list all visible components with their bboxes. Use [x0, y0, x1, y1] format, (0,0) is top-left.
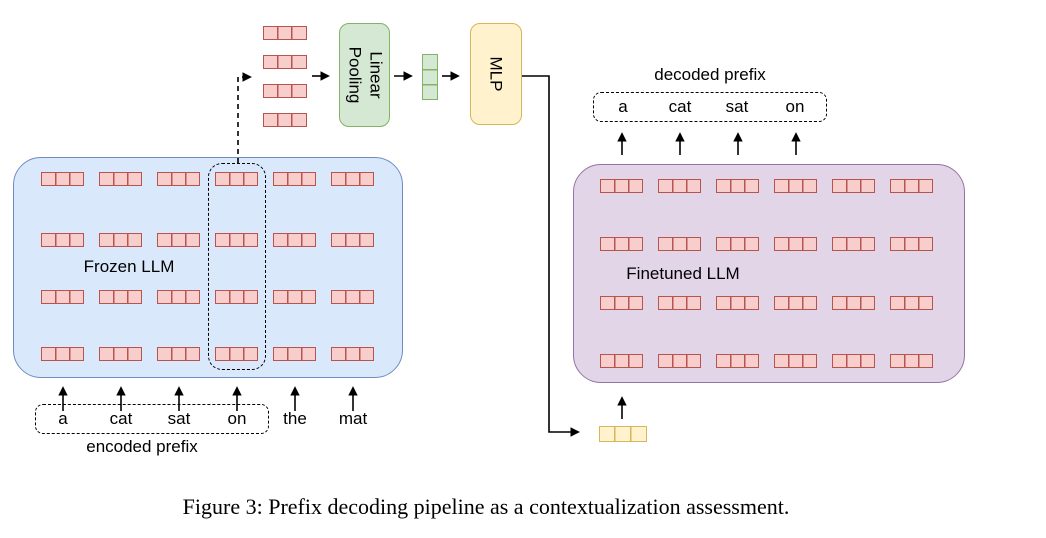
- decoded-word: on: [785, 97, 805, 116]
- token-embedding: [600, 179, 643, 193]
- decoded-prefix-box: [593, 92, 827, 122]
- hidden-state-token: [263, 55, 307, 69]
- token-embedding: [832, 296, 875, 310]
- token-embedding: [890, 179, 933, 193]
- token-embedding: [41, 172, 84, 186]
- token-embedding: [832, 237, 875, 251]
- token-embedding: [774, 237, 817, 251]
- decoded-word: a: [618, 97, 628, 116]
- token-embedding: [41, 290, 84, 304]
- token-embedding: [215, 172, 258, 186]
- token-embedding: [658, 354, 701, 368]
- frozen-token-row: [41, 233, 374, 247]
- token-embedding: [157, 347, 200, 361]
- token-embedding: [273, 172, 316, 186]
- finetuned-llm-box: Finetuned LLM: [573, 164, 965, 383]
- token-embedding: [273, 233, 316, 247]
- token-embedding: [658, 296, 701, 310]
- token-embedding: [890, 237, 933, 251]
- token-embedding: [157, 233, 200, 247]
- input-word: a: [58, 409, 68, 428]
- mlp-label: MLP: [486, 56, 506, 92]
- token-embedding: [832, 354, 875, 368]
- token-embedding: [331, 172, 374, 186]
- token-embedding: [99, 347, 142, 361]
- token-embedding: [331, 290, 374, 304]
- token-embedding: [600, 296, 643, 310]
- token-embedding: [99, 290, 142, 304]
- linear-pooling-box: Linear Pooling: [339, 23, 390, 127]
- token-embedding: [157, 172, 200, 186]
- token-embedding: [774, 179, 817, 193]
- token-embedding: [157, 290, 200, 304]
- frozen-token-row: [41, 172, 374, 186]
- decoded-word: cat: [668, 97, 692, 116]
- new-token-embedding: [599, 426, 647, 442]
- frozen-llm-label: Frozen LLM: [83, 257, 175, 276]
- frozen-token-row: [41, 290, 374, 304]
- hidden-column-highlight: [208, 163, 266, 370]
- decoded-prefix-label: decoded prefix: [654, 65, 766, 84]
- token-embedding: [215, 290, 258, 304]
- token-embedding: [215, 347, 258, 361]
- token-embedding: [716, 354, 759, 368]
- token-embedding: [890, 296, 933, 310]
- mlp-box: MLP: [470, 23, 522, 125]
- hidden-state-token: [263, 84, 307, 98]
- token-embedding: [600, 354, 643, 368]
- decoded-word: sat: [725, 97, 749, 116]
- hidden-state-token: [263, 26, 307, 40]
- encoded-prefix-box: [35, 404, 269, 434]
- token-embedding: [716, 237, 759, 251]
- linear-pooling-label: Linear Pooling: [344, 46, 385, 104]
- hidden-column-connector-dashed: [237, 76, 245, 163]
- token-embedding: [774, 354, 817, 368]
- token-embedding: [99, 172, 142, 186]
- encoded-prefix-label: encoded prefix: [86, 437, 198, 456]
- finetuned-token-row: [600, 237, 933, 251]
- token-embedding: [716, 296, 759, 310]
- input-word: sat: [167, 409, 191, 428]
- token-embedding: [600, 237, 643, 251]
- finetuned-token-row: [600, 354, 933, 368]
- token-embedding: [99, 233, 142, 247]
- input-word: cat: [109, 409, 133, 428]
- token-embedding: [331, 233, 374, 247]
- token-embedding: [890, 354, 933, 368]
- token-embedding: [658, 237, 701, 251]
- finetuned-token-row: [600, 296, 933, 310]
- finetuned-token-row: [600, 179, 933, 193]
- token-embedding: [331, 347, 374, 361]
- token-embedding: [41, 347, 84, 361]
- figure-caption: Figure 3: Prefix decoding pipeline as a …: [182, 494, 790, 519]
- input-word: mat: [338, 409, 368, 428]
- token-embedding: [273, 347, 316, 361]
- token-embedding: [658, 179, 701, 193]
- mlp-to-embedding-connector: [522, 75, 580, 437]
- token-embedding: [41, 233, 84, 247]
- token-embedding: [832, 179, 875, 193]
- input-word: on: [227, 409, 247, 428]
- token-embedding: [273, 290, 316, 304]
- input-word: the: [283, 409, 307, 428]
- pooled-vector: [422, 54, 438, 100]
- decode-arrows: [617, 132, 801, 155]
- token-embedding: [716, 179, 759, 193]
- finetuned-llm-label: Finetuned LLM: [626, 264, 740, 283]
- hidden-state-token: [263, 113, 307, 127]
- token-embedding: [774, 296, 817, 310]
- frozen-token-row: [41, 347, 374, 361]
- hidden-state-stack: [263, 26, 307, 127]
- token-embedding: [215, 233, 258, 247]
